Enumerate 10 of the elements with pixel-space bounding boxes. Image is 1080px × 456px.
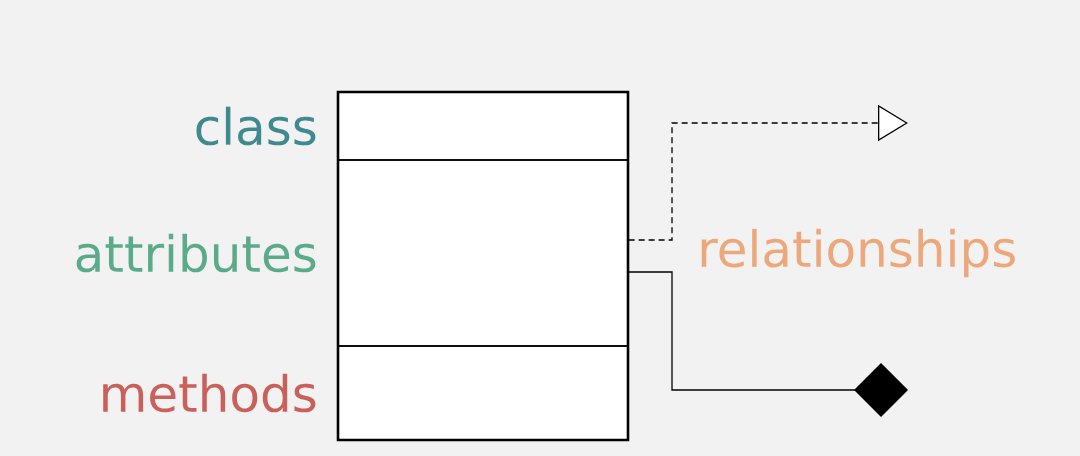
connector-arrow xyxy=(628,104,908,241)
connector-arrow xyxy=(628,271,908,417)
compartment xyxy=(337,345,629,441)
class-box xyxy=(336,90,630,442)
side-label: methods xyxy=(103,373,316,413)
side-label: attributes xyxy=(76,233,316,273)
compartment xyxy=(337,91,629,161)
compartment xyxy=(337,159,629,347)
side-label: class xyxy=(196,106,316,146)
relationship-label: relationships xyxy=(701,228,1015,278)
